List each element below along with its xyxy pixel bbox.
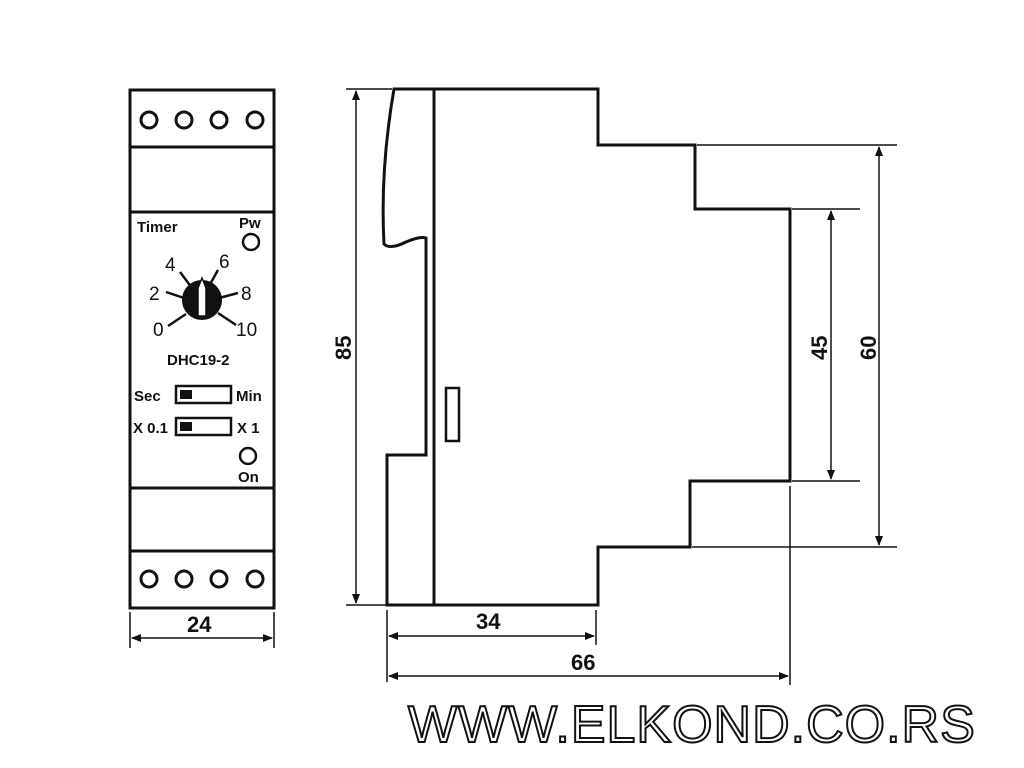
power-label: Pw: [239, 215, 261, 232]
terminal-top-1: [139, 110, 159, 130]
range-switch-slider: [180, 422, 192, 431]
width-dimension-label: 24: [187, 612, 212, 637]
dial-mark-2: 2: [149, 284, 160, 305]
switch2-right-label: X 1: [237, 420, 260, 437]
terminal-bottom-2: [174, 569, 194, 589]
terminal-top-2: [174, 110, 194, 130]
depth-total-label: 66: [571, 650, 595, 675]
depth-inner-dimension: [386, 610, 597, 682]
side-view: [381, 87, 792, 607]
depth-total-dimension: [388, 486, 791, 685]
side-clip-slot: [444, 386, 461, 443]
dial-mark-6: 6: [219, 252, 230, 273]
sec-min-switch-slider: [180, 390, 192, 399]
switch2-left-label: X 0.1: [133, 420, 168, 437]
height-total-dimension: [346, 88, 392, 606]
terminal-top-3: [209, 110, 229, 130]
power-led-icon: [241, 232, 261, 252]
on-led-icon: [238, 446, 258, 466]
website-watermark: WWW.ELKOND.CO.RS: [407, 695, 976, 755]
dial-mark-0: 0: [153, 320, 164, 341]
terminal-top-4: [245, 110, 265, 130]
height-total-label: 85: [331, 336, 356, 360]
height-mid-dimension: [692, 144, 897, 548]
terminal-bottom-4: [245, 569, 265, 589]
height-inner-label: 45: [807, 336, 832, 360]
model-label: DHC19-2: [167, 352, 230, 369]
width-dimension: [129, 612, 275, 648]
dial-pointer-icon: [197, 275, 207, 317]
front-outline: [128, 88, 276, 610]
terminal-bottom-1: [139, 569, 159, 589]
on-label: On: [238, 469, 259, 486]
height-mid-label: 60: [856, 336, 881, 360]
height-inner-dimension: [792, 208, 860, 482]
side-outline: [381, 87, 792, 607]
terminal-bottom-3: [209, 569, 229, 589]
dial-mark-10: 10: [236, 320, 257, 341]
switch1-left-label: Sec: [134, 388, 161, 405]
switch1-right-label: Min: [236, 388, 262, 405]
front-view: [128, 88, 276, 610]
depth-inner-label: 34: [476, 609, 501, 634]
dial-mark-8: 8: [241, 284, 252, 305]
dial-mark-4: 4: [165, 255, 176, 276]
timer-label: Timer: [137, 219, 178, 236]
